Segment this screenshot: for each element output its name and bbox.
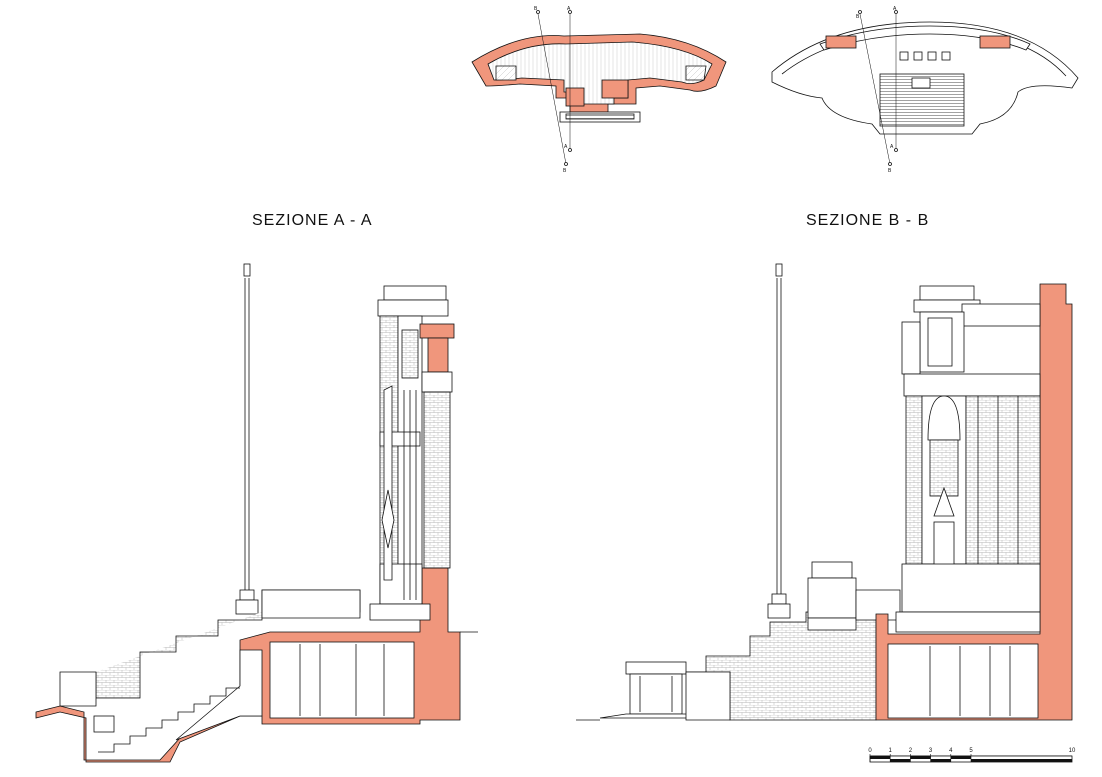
section-b-title: SEZIONE B - B [806,212,930,229]
plan-a-marker-a-top: A [567,6,571,12]
scale-tick-label: 2 [909,748,913,754]
scale-segment [950,756,971,759]
scale-segment [910,756,931,759]
section-a-flagpole [235,263,259,615]
section-b-masonry [686,611,877,721]
plan-a-marker-a-bottom: A [564,144,568,150]
scale-tick-label: 4 [949,748,953,754]
plan-b-marker-a-bottom: A [890,144,894,150]
section-b-flagpole [767,263,791,619]
section-a-tower [369,285,455,621]
scale-tick-label: 0 [868,748,872,754]
scale-segment [971,759,1072,762]
section-b-tower [895,285,1041,633]
plan-a [471,10,727,166]
scale-bar: 0 1 2 3 4 5 10 [868,748,1076,763]
plan-a-marker-b-top: B [534,6,538,12]
plan-a-interior [487,41,713,105]
scale-tick-label: 1 [889,748,893,754]
section-b [576,263,1073,721]
plan-a-marker-b-bottom: B [563,168,567,174]
scale-segment [930,759,951,762]
section-b-hall [887,643,1039,719]
plan-b-marker-b-top: B [856,14,860,20]
plan-b-cornice [819,25,1031,51]
section-a-title: SEZIONE A - A [252,212,373,229]
scale-segment [870,756,891,759]
scale-tick-label: 3 [929,748,933,754]
scale-tick-label: 5 [969,748,973,754]
plan-b [771,10,1079,166]
section-a [35,263,478,763]
scale-bar-segments [869,754,1072,762]
plan-b-marker-a-top: A [893,6,897,12]
scale-tick-label: 10 [1069,748,1076,754]
plan-b-marker-b-bottom: B [888,168,892,174]
section-a-hall [269,641,415,719]
scale-segment [890,759,911,762]
